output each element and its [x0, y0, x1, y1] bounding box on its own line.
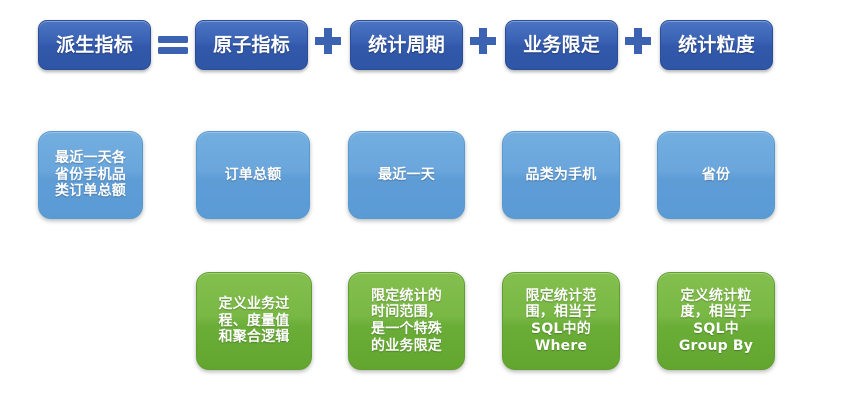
note-business-limit: 限定统计范 围，相当于 SQL中的 Where [502, 272, 620, 370]
term-business-limit: 业务限定 [505, 20, 618, 70]
example-stat-granularity: 省份 [657, 131, 775, 219]
note-atomic-metric: 定义业务过 程、度量值 和聚合逻辑 [196, 272, 312, 370]
term-derived-metric: 派生指标 [38, 20, 151, 70]
example-stat-period: 最近一天 [348, 131, 465, 219]
term-stat-period: 统计周期 [350, 20, 463, 70]
plus-operator-2-icon [468, 27, 498, 57]
example-derived-metric: 最近一天各 省份手机品 类订单总额 [38, 131, 143, 219]
equals-operator-icon [157, 33, 189, 57]
note-stat-granularity: 定义统计粒 度，相当于 SQL中 Group By [657, 272, 775, 370]
plus-operator-3-icon [623, 27, 653, 57]
note-stat-period: 限定统计的 时间范围， 是一个特殊 的业务限定 [348, 272, 465, 370]
term-stat-granularity: 统计粒度 [660, 20, 773, 70]
term-atomic-metric: 原子指标 [195, 20, 308, 70]
plus-operator-1-icon [313, 27, 343, 57]
example-atomic-metric: 订单总额 [196, 131, 310, 219]
example-business-limit: 品类为手机 [502, 131, 620, 219]
